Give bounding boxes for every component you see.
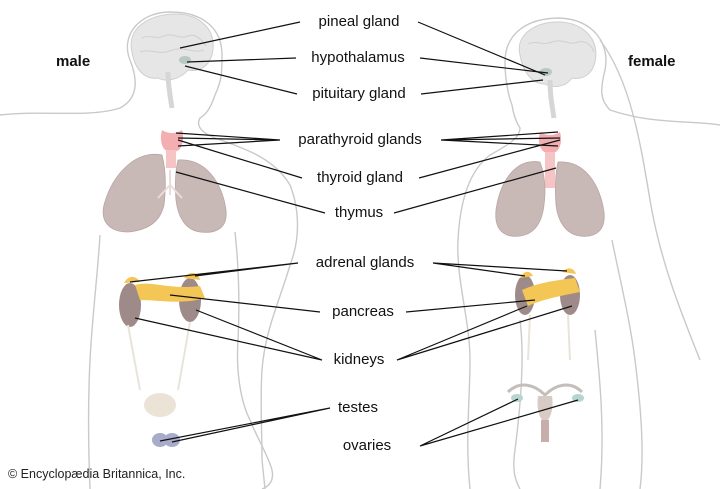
male-figure [0,11,299,489]
leader-pituitary-gland [184,65,544,95]
leader-pancreas [169,294,536,313]
leader-thymus [175,167,557,214]
copyright-credit: © Encyclopædia Britannica, Inc. [8,467,186,481]
label-thymus: thymus [334,204,384,221]
label-adrenal-glands: adrenal glands [315,254,415,271]
label-pancreas: pancreas [332,303,394,320]
female-body-outline [457,17,720,489]
label-parathyroid-glands: parathyroid glands [298,131,422,148]
female-hair [599,39,701,361]
male-hand [249,419,274,489]
female-hip [594,329,603,489]
male-thyroid [160,130,184,168]
female-lungs [495,161,605,237]
label-pineal-gland: pineal gland [318,13,400,30]
male-label: male [56,53,91,70]
female-figure [457,17,720,489]
male-abdominal-organs [119,272,205,447]
male-left-arm [87,234,101,489]
label-pituitary-gland: pituitary gland [312,85,406,102]
female-right-arm [611,239,643,489]
leader-parathyroid-glands [175,131,561,147]
leader-pineal-gland [179,21,546,76]
female-label: female [628,53,676,70]
leader-lines [129,21,579,447]
female-brain [518,21,597,119]
female-abdominal-organs [506,268,584,442]
leader-hypothalamus [186,57,549,74]
male-lungs [102,153,227,233]
leader-testes [159,407,331,443]
label-kidneys: kidneys [333,351,385,368]
male-inner-torso [234,231,251,421]
label-ovaries: ovaries [342,437,392,454]
female-inner [513,319,523,489]
label-thyroid-gland: thyroid gland [317,169,403,186]
male-body-outline [0,11,299,489]
label-hypothalamus: hypothalamus [311,49,405,66]
leader-kidneys [134,305,573,361]
leader-adrenal-glands [129,262,568,283]
label-testes: testes [337,399,379,416]
leader-ovaries [419,398,579,447]
leader-thyroid-gland [177,139,561,179]
